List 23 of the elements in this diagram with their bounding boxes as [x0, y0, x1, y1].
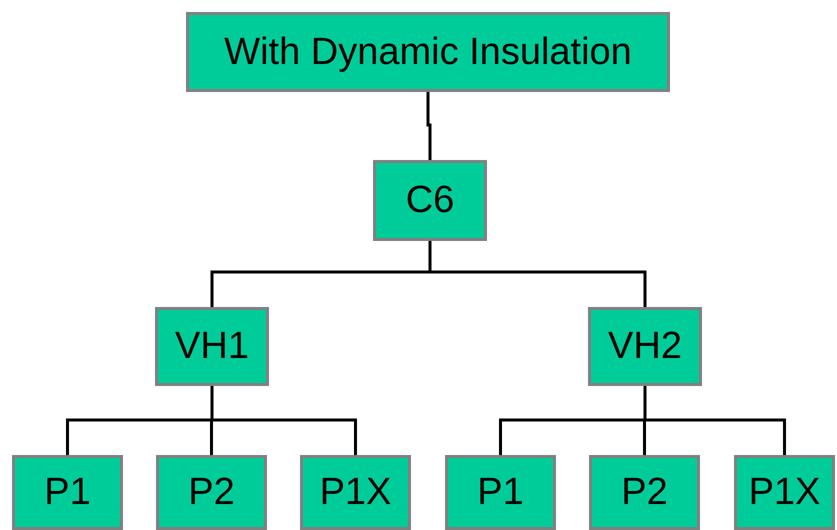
tree-node-box [734, 455, 835, 530]
node-label: With Dynamic Insulation [224, 30, 632, 74]
connector-line [210, 386, 357, 455]
node-label: VH1 [175, 325, 249, 368]
node-label: P1 [477, 471, 524, 514]
tree-node-box [588, 307, 702, 386]
tree-node-box [155, 307, 269, 386]
node-label: P2 [188, 471, 235, 514]
tree-node-box [445, 455, 556, 530]
node-label: P2 [621, 471, 668, 514]
node-label: P1X [748, 471, 820, 514]
tree-node-box [373, 160, 487, 241]
tree-node-box [12, 455, 123, 530]
tree-node-box [186, 12, 670, 92]
connector-line [428, 241, 646, 307]
node-label: C6 [406, 179, 454, 222]
tree-node-box [156, 455, 267, 530]
node-label: P1X [320, 471, 392, 514]
connector-line [426, 92, 432, 160]
tree-node-box [300, 455, 411, 530]
node-label: P1 [44, 471, 91, 514]
node-label: VH2 [608, 325, 682, 368]
tree-node-box [589, 455, 700, 530]
